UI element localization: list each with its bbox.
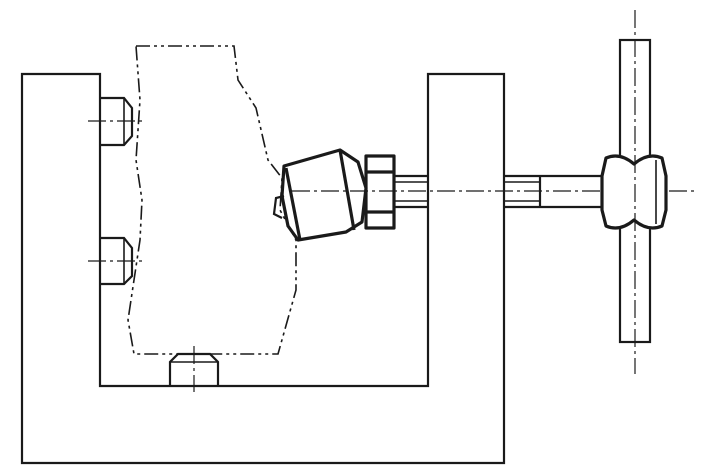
t-handle-hub (600, 154, 668, 230)
left-upper-pin (88, 96, 144, 147)
left-lower-pin (88, 236, 144, 286)
fixture-frame (20, 72, 506, 465)
swivel-pressure-pad (272, 148, 368, 242)
workpiece-outline (127, 45, 297, 355)
bottom-support-pin (168, 346, 220, 392)
hex-lock-nut (364, 154, 396, 230)
